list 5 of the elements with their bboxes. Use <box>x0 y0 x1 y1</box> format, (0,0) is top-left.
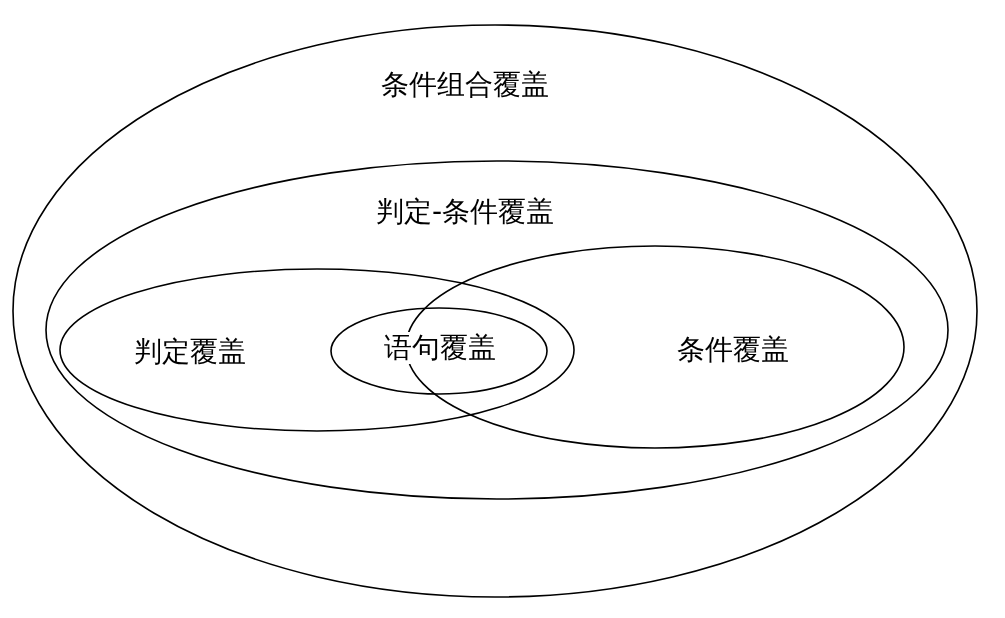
region-label: 判定-条件覆盖 <box>375 196 555 228</box>
region-label: 语句覆盖 <box>384 332 496 364</box>
region-label: 条件组合覆盖 <box>381 69 549 101</box>
region-label: 条件覆盖 <box>677 334 789 366</box>
region-label: 判定覆盖 <box>134 336 246 368</box>
